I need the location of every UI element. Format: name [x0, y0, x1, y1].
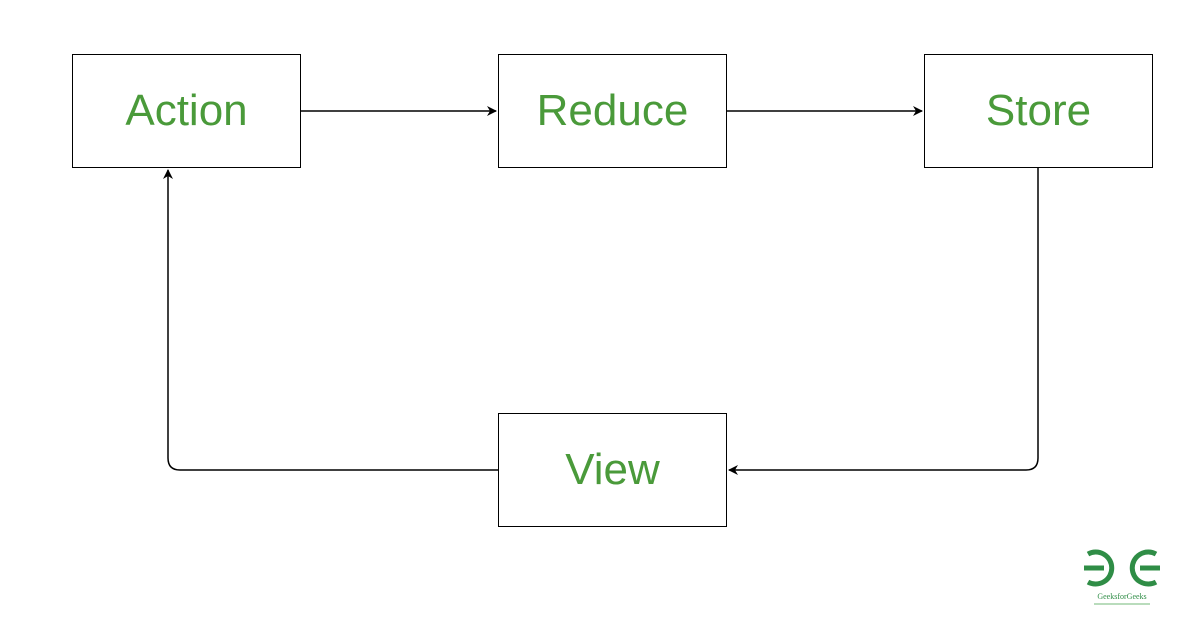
edge-view-to-action	[163, 169, 498, 471]
node-action: Action	[72, 54, 301, 168]
geeksforgeeks-logo: GeeksforGeeks	[1080, 546, 1164, 610]
node-reduce-label: Reduce	[536, 86, 689, 135]
node-view-label: View	[565, 445, 660, 494]
node-store: Store	[924, 54, 1153, 168]
node-reduce: Reduce	[498, 54, 727, 168]
logo-tagline-line	[1094, 603, 1150, 605]
node-store-label: Store	[985, 86, 1092, 135]
node-action-label: Action	[125, 86, 248, 135]
edge-store-to-view	[728, 168, 1039, 475]
logo-text: GeeksforGeeks	[1097, 592, 1147, 601]
node-view: View	[498, 413, 727, 527]
gg-logo-icon	[1084, 549, 1160, 587]
